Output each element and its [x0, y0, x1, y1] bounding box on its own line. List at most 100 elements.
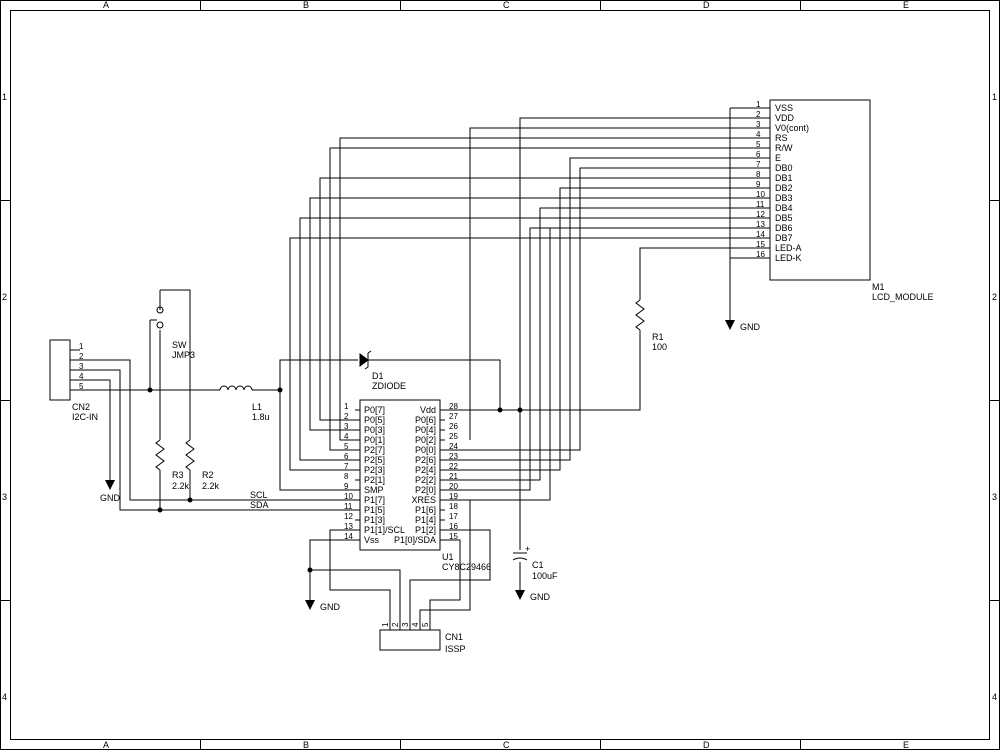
frame-row-right-3: 3: [992, 492, 997, 502]
gnd-symbol-mcu: GND: [305, 600, 341, 612]
mcu-left-pin-name: SMP: [364, 485, 384, 495]
net-label-scl: SCL: [250, 490, 268, 500]
mcu-left-pin-number: 7: [344, 462, 349, 471]
mcu-right-pin-number: 19: [449, 492, 458, 501]
lcd-pin-name: DB1: [775, 173, 793, 183]
cn1-pin-number: 5: [421, 622, 430, 627]
lcd-pin-number: 11: [756, 200, 765, 209]
mcu-right-pin-name: P1[4]: [415, 515, 436, 525]
cn1-pin-number: 2: [391, 622, 400, 627]
frame-col-bottom-C: C: [503, 740, 510, 750]
mcu-right-pin-number: 21: [449, 472, 458, 481]
mcu-left-pin-name: P2[1]: [364, 475, 385, 485]
mcu-left-pin-number: 5: [344, 442, 349, 451]
capacitor-c1: + C1 100uF: [512, 544, 558, 581]
lcd-pin-number: 15: [756, 240, 765, 249]
mcu-left-pin-number: 2: [344, 412, 349, 421]
resistor-r1: R1 100: [635, 299, 667, 352]
mcu-right-pin-name: P0[6]: [415, 415, 436, 425]
resistor-r3: R3 2.2k: [155, 439, 190, 491]
frame-col-bottom-E: E: [903, 740, 909, 750]
lcd-pin-number: 9: [756, 180, 761, 189]
l1-value: 1.8u: [252, 412, 270, 422]
mcu-left-pin-number: 9: [344, 482, 349, 491]
gnd-label-lcd: GND: [740, 322, 761, 332]
lcd-pin-name: DB5: [775, 213, 793, 223]
lcd-pin-number: 3: [756, 120, 761, 129]
mcu-left-pin-name: Vss: [364, 535, 380, 545]
cn2-value: I2C-IN: [72, 412, 98, 422]
frame-row-left-2: 2: [2, 292, 7, 302]
lcd-pin-name: E: [775, 153, 781, 163]
r1-ref: R1: [652, 332, 664, 342]
r3-value: 2.2k: [172, 481, 190, 491]
mcu-left-pin-number: 13: [344, 522, 353, 531]
mcu-left-pin-name: P0[5]: [364, 415, 385, 425]
frame-row-left-1: 1: [2, 92, 7, 102]
frame-col-top-D: D: [703, 0, 710, 10]
mcu-right-pin-number: 15: [449, 532, 458, 541]
lcd-pin-number: 16: [756, 250, 765, 259]
mcu-right-pin-number: 16: [449, 522, 458, 531]
lcd-pin-name: DB2: [775, 183, 793, 193]
gnd-symbol-cn2: GND: [100, 480, 121, 503]
junctions: [147, 387, 523, 573]
mcu-right-pin-name: P2[6]: [415, 455, 436, 465]
gnd-symbols: GND GND GND GND: [100, 320, 761, 612]
mcu-right-pin-name: P1[2]: [415, 525, 436, 535]
mcu-left-pin-number: 4: [344, 432, 349, 441]
mcu-right-pin-name: P2[4]: [415, 465, 436, 475]
frame-col-bottom-D: D: [703, 740, 710, 750]
gnd-label-cn2: GND: [100, 493, 121, 503]
lcd-pin-name: DB6: [775, 223, 793, 233]
gnd-label-cap: GND: [530, 592, 551, 602]
lcd-pin-number: 10: [756, 190, 765, 199]
frame-col-top-C: C: [503, 0, 510, 10]
mcu-right-pin-number: 26: [449, 422, 458, 431]
mcu-value: CY8C29466: [442, 562, 491, 572]
mcu-left-pin-name: P0[7]: [364, 405, 385, 415]
mcu-right-pin-number: 25: [449, 432, 458, 441]
r3-ref: R3: [172, 470, 184, 480]
switch-jmp3: SW JMP3: [149, 290, 195, 390]
cn2-ref: CN2: [72, 402, 90, 412]
mcu-right-pin-name: P2[2]: [415, 475, 436, 485]
r2-ref: R2: [202, 470, 214, 480]
mcu-right-pin-number: 24: [449, 442, 458, 451]
cn1-pin-number: 3: [401, 622, 410, 627]
mcu-left-pin-number: 3: [344, 422, 349, 431]
lcd-pin-number: 2: [756, 110, 761, 119]
mcu-left-pin-name: P0[1]: [364, 435, 385, 445]
cn1-ref: CN1: [445, 632, 463, 642]
lcd-pin-name: VDD: [775, 113, 795, 123]
mcu-left-pin-number: 11: [344, 502, 353, 511]
v0-wire: [469, 127, 755, 440]
lcd-pin-number: 12: [756, 210, 765, 219]
mcu-right-pin-name: P2[0]: [415, 485, 436, 495]
mcu-left-pin-name: P0[3]: [364, 425, 385, 435]
lcd-pin-name: RS: [775, 133, 788, 143]
frame-col-top-B: B: [303, 0, 309, 10]
mcu-ref: U1: [442, 552, 454, 562]
lcd-value: LCD_MODULE: [872, 292, 934, 302]
mcu-right-pin-name: P0[2]: [415, 435, 436, 445]
cn2-pin-number: 5: [79, 382, 84, 391]
gnd-label-mcu: GND: [320, 602, 341, 612]
mcu-left-pin-number: 8: [344, 472, 349, 481]
cn2-pin-number: 2: [79, 352, 84, 361]
cn2-pin-number: 4: [79, 372, 84, 381]
mcu-right-pin-name: P1[0]/SDA: [394, 535, 436, 545]
d1-value: ZDIODE: [372, 381, 406, 391]
lcd-pin-name: DB4: [775, 203, 793, 213]
frame-row-right-2: 2: [992, 292, 997, 302]
lcd-pin-name: LED-K: [775, 253, 802, 263]
wires: [80, 107, 755, 620]
r2-value: 2.2k: [202, 481, 220, 491]
mcu-left-pin-number: 12: [344, 512, 353, 521]
lcd-pin-name: VSS: [775, 103, 793, 113]
net-label-sda: SDA: [250, 500, 269, 510]
mcu-right-pin-name: P1[6]: [415, 505, 436, 515]
